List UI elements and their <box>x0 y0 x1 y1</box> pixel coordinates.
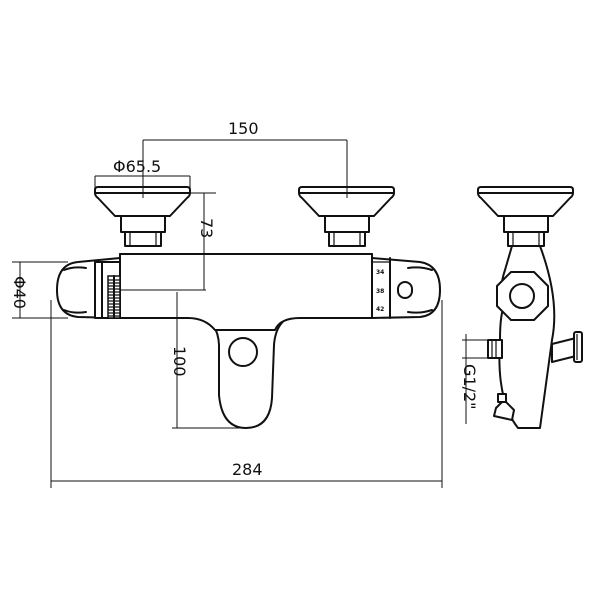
dimension-overall-width-label: 284 <box>232 460 263 479</box>
valve-body <box>119 253 373 331</box>
dimension-height: 73 <box>120 192 216 291</box>
dimension-flange-diameter: Φ65.5 <box>94 157 191 190</box>
side-nut <box>503 215 549 233</box>
dimension-body-diameter-label: Φ40 <box>10 276 29 309</box>
right-nut <box>324 215 370 247</box>
dimension-body-diameter: Φ40 <box>10 261 68 319</box>
dimension-spout-depth: 100 <box>170 292 246 429</box>
dimension-spacing-label: 150 <box>228 119 259 138</box>
left-nut <box>120 215 166 247</box>
side-view: G1/2" <box>460 186 583 429</box>
knurled-grip <box>107 275 121 319</box>
side-inlet <box>487 339 503 359</box>
spout <box>195 313 299 429</box>
dimension-spacing: 150 <box>142 119 348 198</box>
scale-mark-34: 34 <box>376 269 384 276</box>
dimension-height-label: 73 <box>197 218 216 238</box>
side-diverter <box>493 399 515 421</box>
dimension-thread-label: G1/2" <box>460 364 479 410</box>
dimension-flange-diameter-label: Φ65.5 <box>113 157 161 176</box>
dimension-overall-width: 284 <box>50 300 443 488</box>
dimension-spout-depth-label: 100 <box>170 346 189 377</box>
scale-mark-42: 42 <box>376 306 384 313</box>
temperature-scale: 34 38 42 <box>372 261 390 313</box>
right-flow-handle <box>371 257 441 319</box>
side-outlet <box>551 337 577 363</box>
side-flange <box>477 186 574 217</box>
scale-mark-38: 38 <box>376 288 384 295</box>
